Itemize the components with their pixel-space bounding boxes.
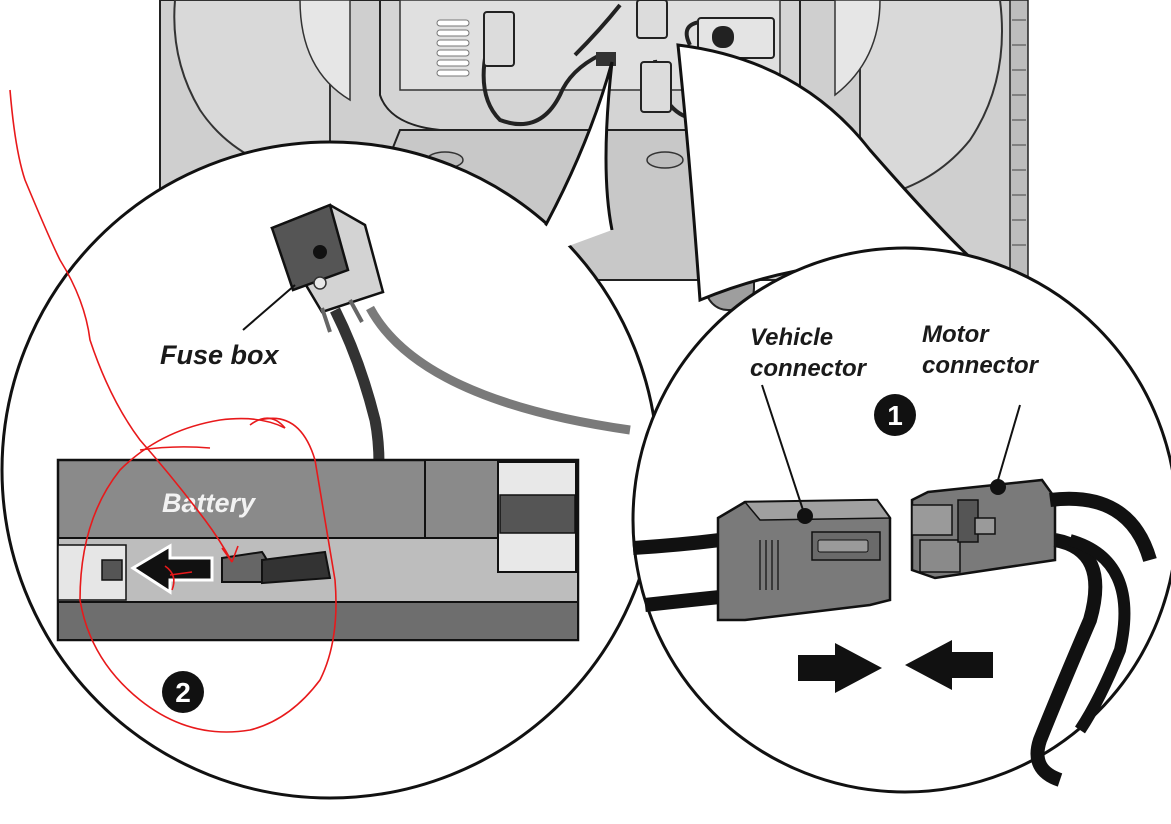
connect-arrow-left xyxy=(905,640,993,690)
vehicle-connector xyxy=(716,384,892,622)
fuse-box-label: Fuse box xyxy=(160,340,280,370)
vehicle-connector-label-line1: Vehicle xyxy=(750,324,833,351)
disconnect-arrow xyxy=(130,543,214,595)
step-1-number: 1 xyxy=(887,400,903,431)
battery xyxy=(56,458,580,642)
motor-connector-label-line2: connector xyxy=(922,352,1040,379)
step-1-badge: 1 xyxy=(874,394,916,436)
red-annotation-scribble xyxy=(9,89,337,733)
vehicle-connector-leader-line xyxy=(761,384,804,511)
connector-callout: Vehicle connector Motor connector 1 xyxy=(631,43,1171,794)
battery-label: Battery xyxy=(162,488,257,518)
motor-connector xyxy=(910,404,1057,580)
motor-connector-label-line1: Motor xyxy=(922,321,990,348)
fuse-box-leader-line xyxy=(242,284,296,331)
fuse-box xyxy=(242,203,385,333)
connect-arrow-right xyxy=(798,643,882,693)
step-2-number: 2 xyxy=(175,677,191,708)
motor-connector-leader-line xyxy=(997,404,1021,481)
fuse-battery-callout: Fuse box Battery 2 xyxy=(0,61,660,800)
step-2-badge: 2 xyxy=(162,671,204,713)
vehicle-connector-label-line2: connector xyxy=(750,355,868,382)
